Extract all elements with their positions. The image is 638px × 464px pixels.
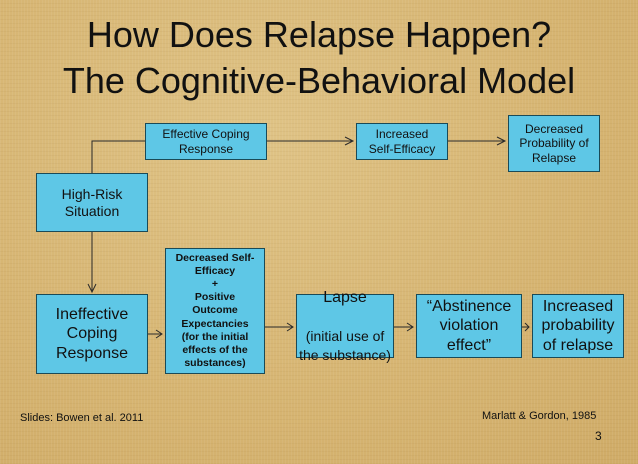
arrowhead-ineffective — [87, 283, 97, 294]
lapse-box: Lapse (initial use of the substance) — [296, 289, 394, 363]
arrowhead-decreased — [496, 136, 507, 146]
high-risk-box: High-Risk Situation — [36, 173, 148, 232]
arrowhead-efficacy — [344, 136, 355, 146]
abstinence-violation-box: “Abstinence violation effect” — [416, 294, 522, 358]
title-line-2: The Cognitive-Behavioral Model — [62, 60, 576, 101]
lapse-title: Lapse — [323, 288, 367, 306]
arrowhead-relapse — [524, 322, 530, 332]
title-line-1: How Does Relapse Happen? — [86, 14, 552, 55]
slides-credit: Slides: Bowen et al. 2011 — [20, 412, 144, 424]
expectancies-box: Decreased Self- Efficacy + Positive Outc… — [165, 248, 265, 374]
citation: Marlatt & Gordon, 1985 — [482, 410, 597, 422]
arrowhead-ave — [406, 322, 414, 332]
effective-coping-box: Effective Coping Response — [145, 123, 267, 160]
lapse-detail: (initial use of the substance) — [299, 328, 391, 364]
ineffective-coping-box: Ineffective Coping Response — [36, 294, 148, 374]
arrow-highrisk-to-effective — [91, 140, 145, 173]
decreased-probability-box: Decreased Probability of Relapse — [508, 115, 600, 172]
arrowhead-lapse — [286, 322, 294, 332]
arrowhead-expect — [155, 329, 163, 339]
self-efficacy-box: Increased Self-Efficacy — [356, 123, 448, 160]
page-number: 3 — [595, 429, 602, 443]
increased-probability-box: Increased probability of relapse — [532, 294, 624, 358]
